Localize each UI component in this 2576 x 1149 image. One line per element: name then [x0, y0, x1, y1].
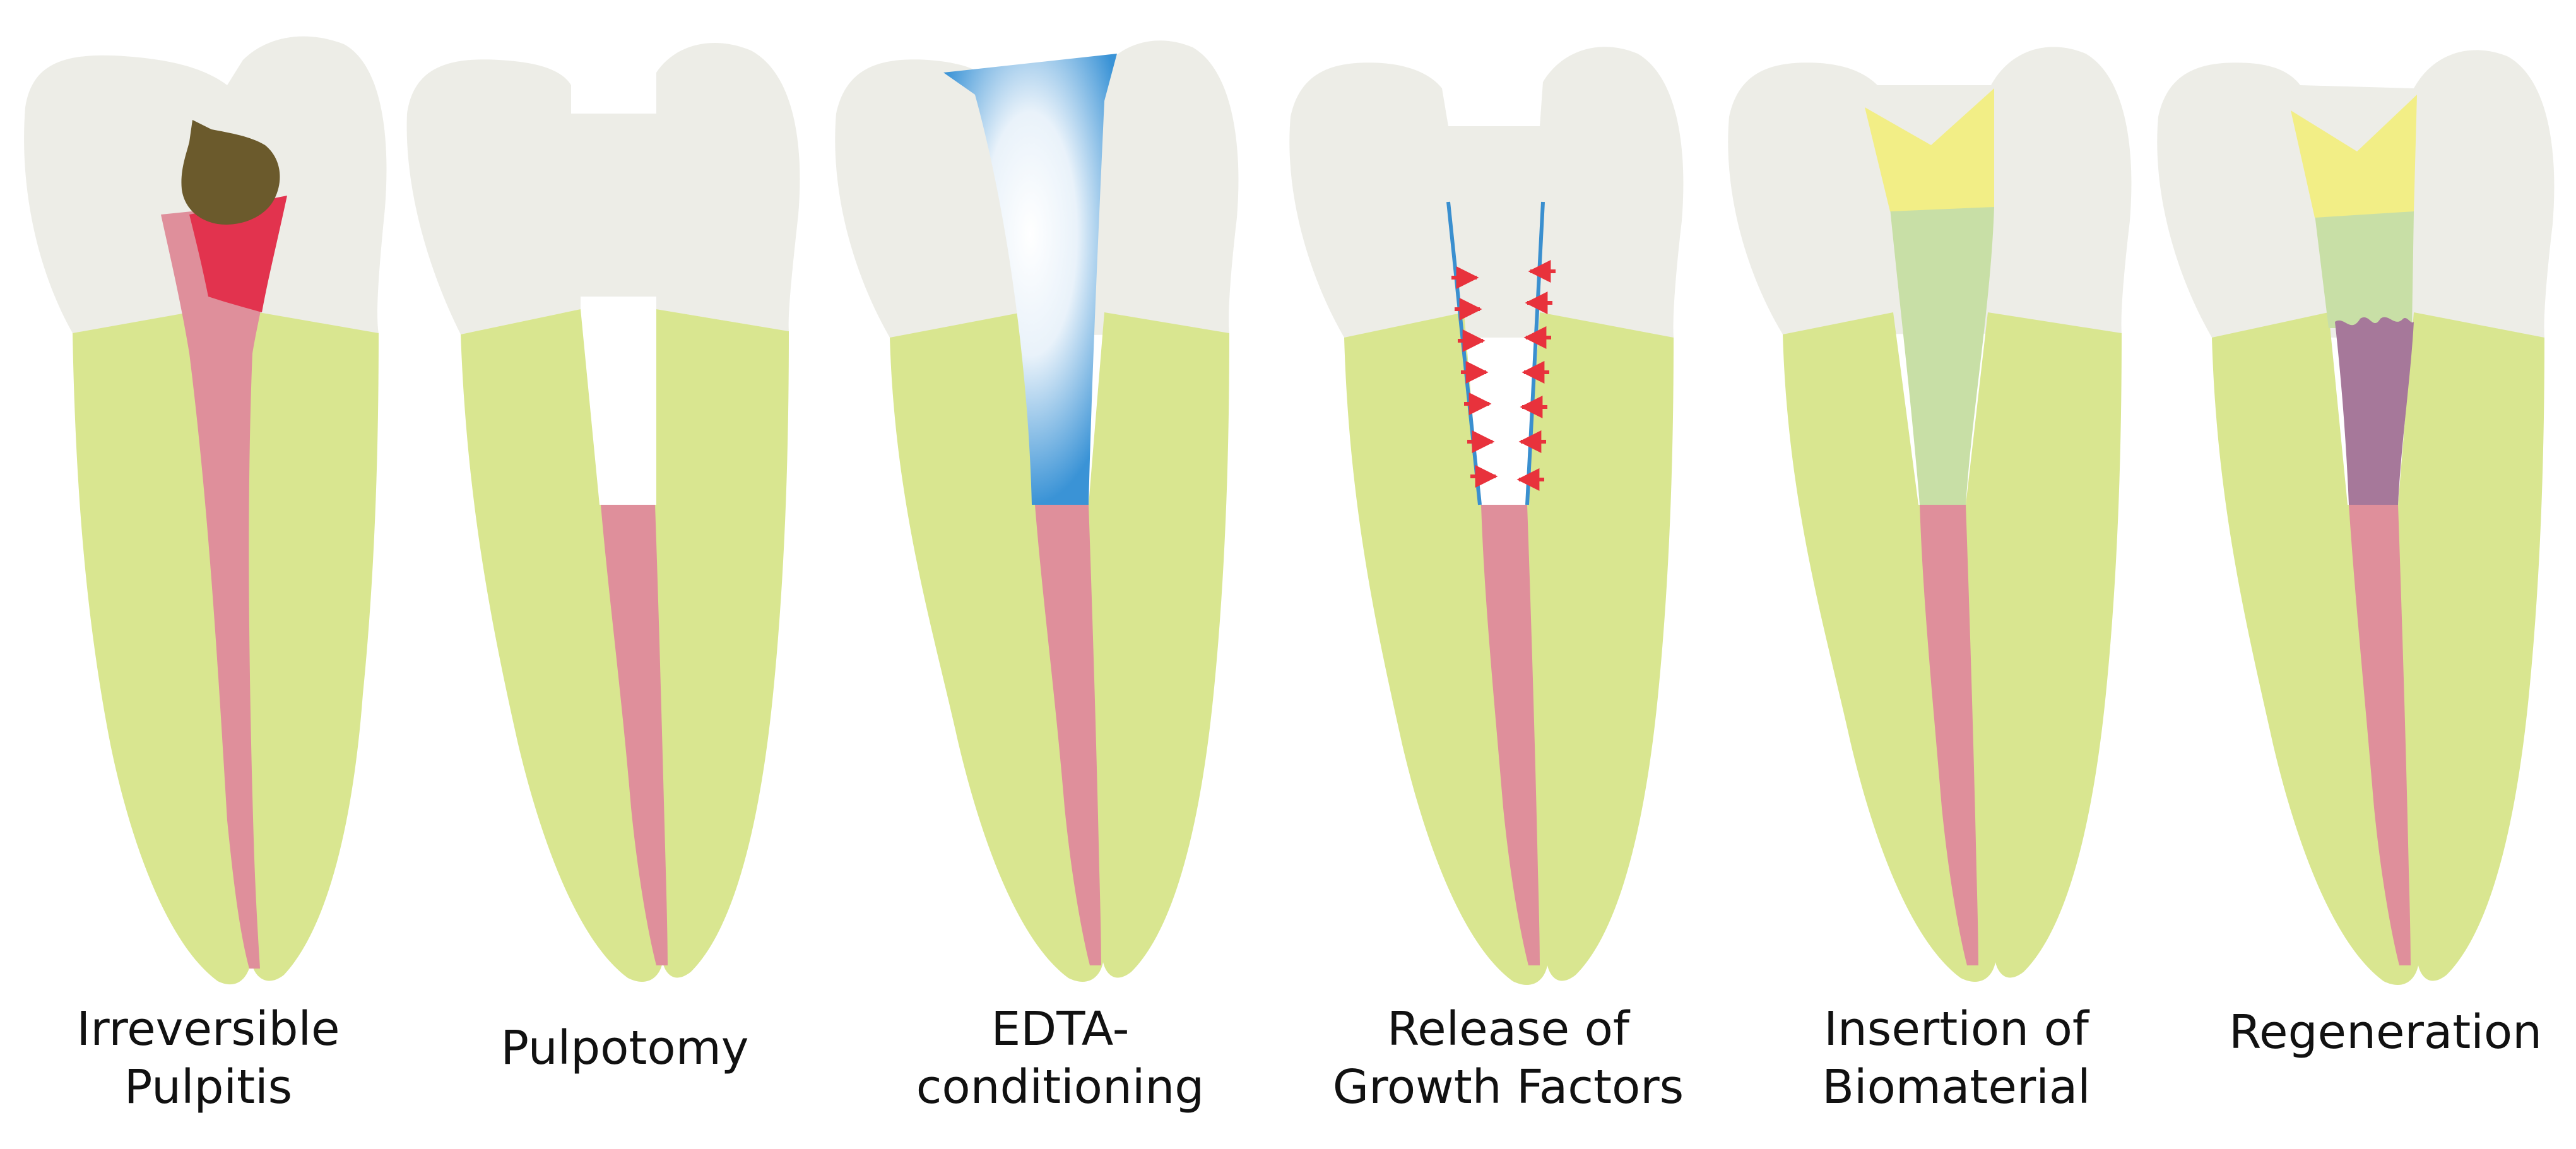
tooth-edta-conditioning [835, 40, 1239, 982]
step-label-regeneration: Regeneration [2202, 1003, 2568, 1061]
pulp-canal [601, 505, 668, 965]
growth-factor-arrows [1451, 260, 1556, 491]
tooth-regeneration [2157, 50, 2555, 985]
tooth-crown [406, 42, 800, 334]
step-label-line1: Insertion of [1824, 1002, 2089, 1056]
step-label-insertion-of-biomaterial: Insertion of Biomaterial [1773, 1000, 2139, 1116]
step-label-line2: Pulpitis [124, 1060, 293, 1114]
tooth-crown [1289, 47, 1684, 338]
step-label-line2: Growth Factors [1332, 1060, 1684, 1114]
step-label-release-of-growth-factors: Release of Growth Factors [1313, 1000, 1704, 1116]
regenerated-tissue [2335, 317, 2414, 505]
step-label-line1: Release of [1387, 1002, 1629, 1056]
pulp-canal [2349, 505, 2411, 965]
biomaterial [1890, 207, 1994, 505]
step-label-line2: conditioning [916, 1060, 1205, 1114]
tooth-release-of-growth-factors [1289, 47, 1684, 985]
step-label-line1: Irreversible [76, 1002, 340, 1056]
pulp-canal [1481, 505, 1540, 965]
step-label-irreversible-pulpitis: Irreversible Pulpitis [25, 1000, 391, 1116]
step-label-pulpotomy: Pulpotomy [442, 1019, 808, 1077]
coronal-seal [2291, 95, 2417, 218]
step-label-line2: Biomaterial [1822, 1060, 2091, 1114]
caries-lesion [181, 120, 280, 225]
coronal-seal [1865, 88, 1994, 211]
pulp-canal [1920, 505, 1978, 965]
pulp-canal [1035, 505, 1101, 965]
step-label-edta-conditioning: EDTA- conditioning [877, 1000, 1243, 1116]
tooth-pulpotomy [406, 42, 800, 982]
biomaterial-remnant [2315, 211, 2414, 328]
pulp-canal [161, 202, 284, 969]
step-label-line1: Regeneration [2228, 1005, 2543, 1059]
tooth-insertion-of-biomaterial [1728, 47, 2132, 982]
tooth-irreversible-pulpitis [24, 36, 387, 985]
step-label-line1: Pulpotomy [500, 1021, 749, 1075]
step-label-line1: EDTA- [991, 1002, 1130, 1056]
edta-solution [943, 54, 1117, 505]
inflamed-pulp [189, 196, 287, 312]
